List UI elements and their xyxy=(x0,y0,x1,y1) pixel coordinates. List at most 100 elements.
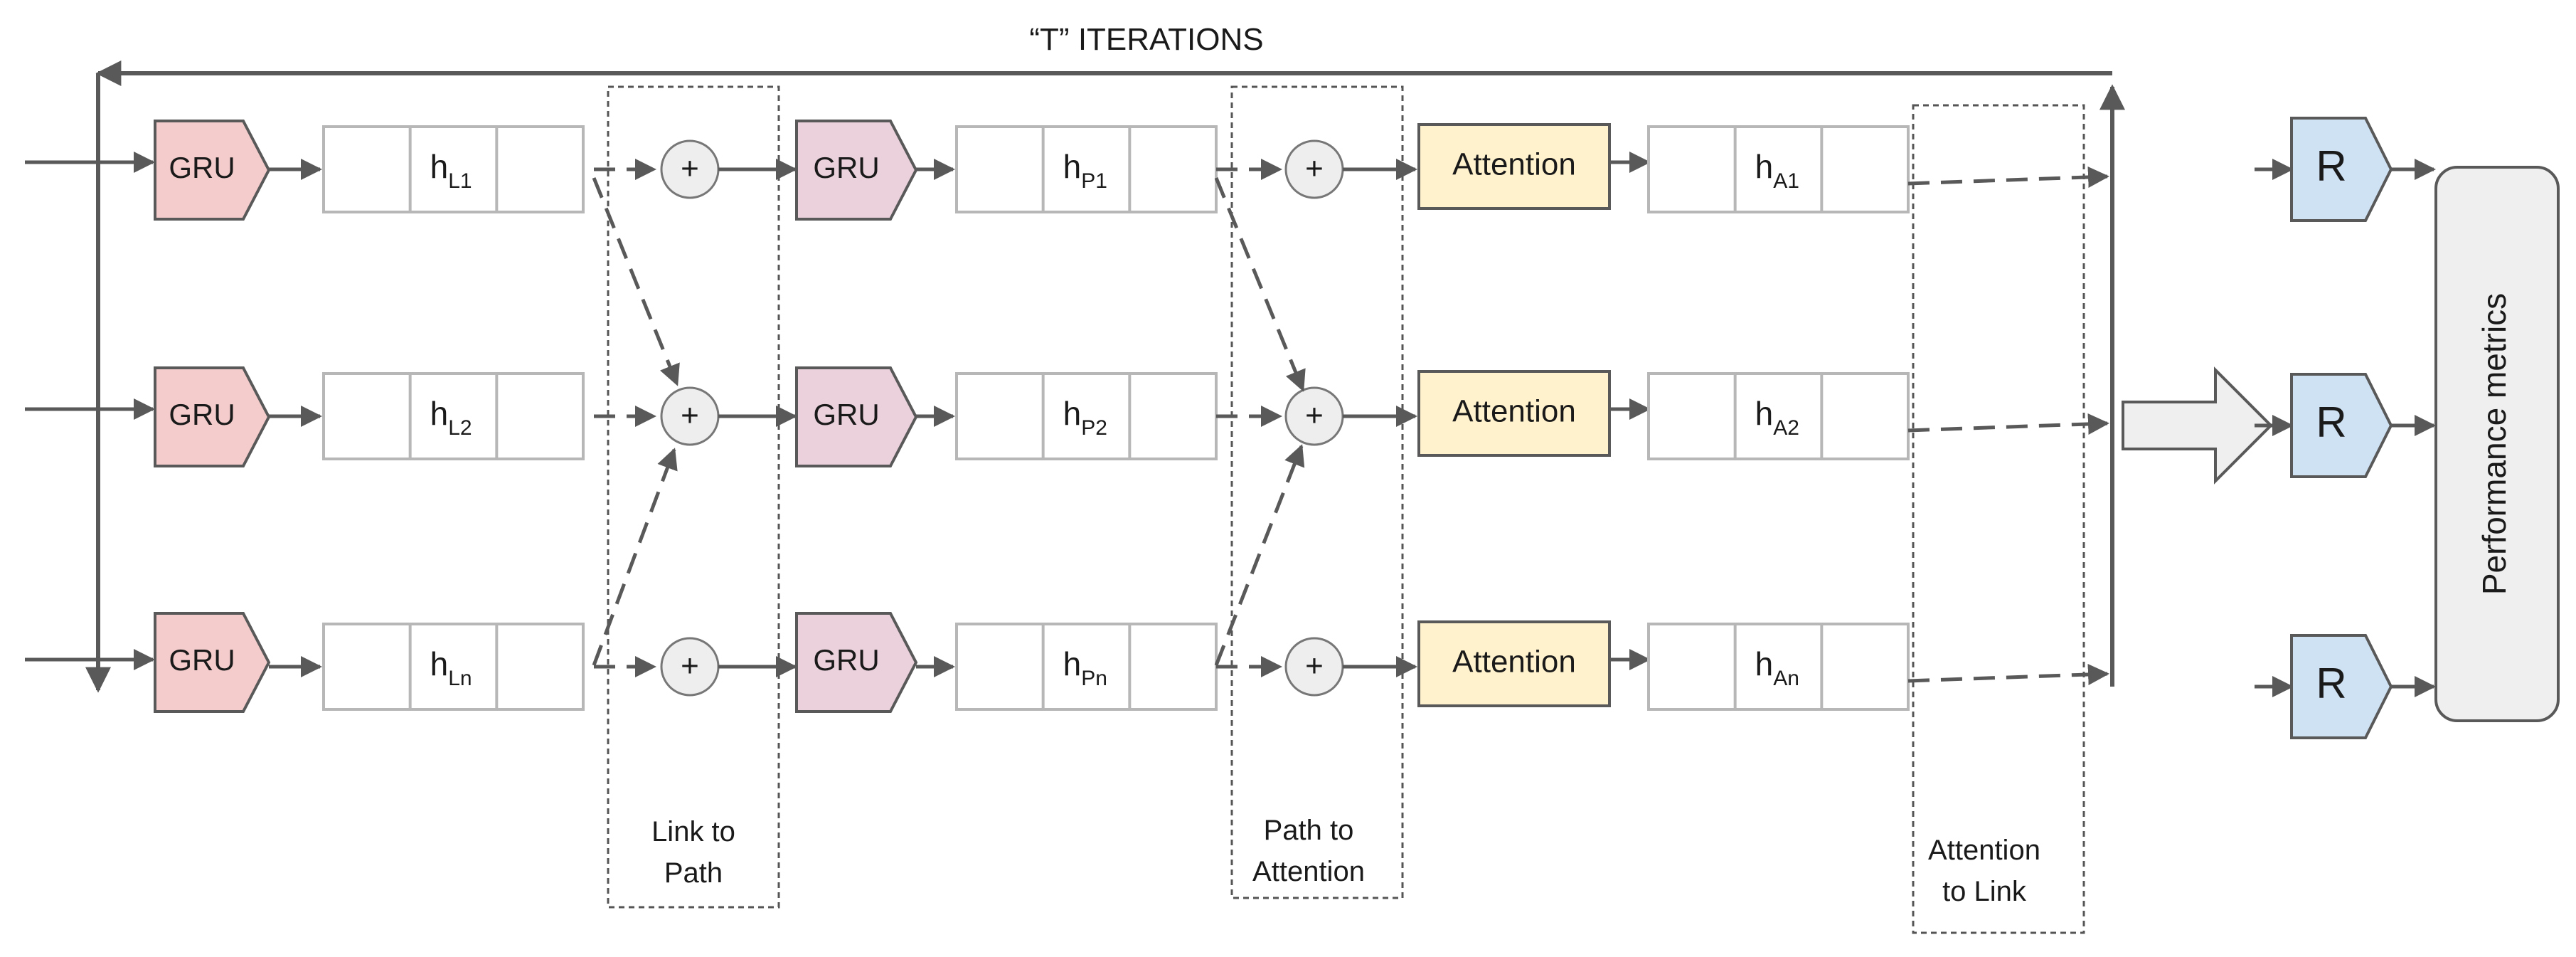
gru-link-3: GRU xyxy=(154,612,271,713)
state-symbol: h xyxy=(1755,148,1774,185)
path-state-1: hP1 xyxy=(955,125,1218,213)
gru-path-3: GRU xyxy=(795,612,918,713)
state-symbol: h xyxy=(1063,395,1082,432)
state-subscript: L2 xyxy=(448,416,472,440)
readout-3: R xyxy=(2255,634,2436,739)
performance-metrics-label: Performance metrics xyxy=(2476,293,2513,595)
attention-1: Attention xyxy=(1417,123,1611,210)
cross-arrow xyxy=(592,448,678,666)
path-state-3-label: hPn xyxy=(1063,645,1107,690)
readout-block-1: R xyxy=(2290,117,2393,222)
state-symbol: h xyxy=(430,395,449,432)
attention-state-2-label: hA2 xyxy=(1755,395,1799,440)
gru-link-3-label: GRU xyxy=(169,643,235,677)
path-attention-aggregate-2: + xyxy=(1284,386,1344,446)
state-symbol: h xyxy=(430,645,449,682)
plus-symbol: + xyxy=(681,649,699,684)
state-subscript: Pn xyxy=(1081,667,1107,690)
readout-2: R xyxy=(2255,373,2436,478)
link-state-3-label: hLn xyxy=(430,645,472,690)
gru-path-3-label: GRU xyxy=(813,643,879,677)
state-subscript: P2 xyxy=(1081,416,1107,440)
state-symbol: h xyxy=(1755,645,1774,682)
state-symbol: h xyxy=(1063,645,1082,682)
cross-arrow xyxy=(592,177,680,386)
attention-state-1: hA1 xyxy=(1647,125,1910,213)
attention-state-2: hA2 xyxy=(1647,372,1910,460)
plus-symbol: + xyxy=(1305,398,1324,433)
attention-state-3-label: hAn xyxy=(1755,645,1799,690)
plus-symbol: + xyxy=(1305,649,1324,684)
state-subscript: A2 xyxy=(1773,416,1799,440)
plus-symbol: + xyxy=(681,398,699,433)
link-state-2: hL2 xyxy=(322,372,585,460)
path-state-3: hPn xyxy=(955,623,1218,711)
gru-link-2-label: GRU xyxy=(169,398,235,431)
gru-path-2-label: GRU xyxy=(813,398,879,431)
region-label-line1: Path to xyxy=(1264,815,1354,846)
link-state-2-label: hL2 xyxy=(430,395,472,440)
attention-state-1-label: hA1 xyxy=(1755,148,1799,193)
state-feedback-arrow xyxy=(1907,166,2109,188)
region-label-line2: to Link xyxy=(1942,876,2027,907)
region-label-line1: Attention xyxy=(1928,835,2040,866)
performance-metrics-box: Performance metrics xyxy=(2434,166,2560,722)
path-attention-aggregate-3: + xyxy=(1284,637,1344,697)
readout-1: R xyxy=(2255,117,2436,222)
path-to-attention-region: Path to Attention xyxy=(1230,85,1404,899)
region-label-line1: Link to xyxy=(651,816,735,847)
state-subscript: A1 xyxy=(1773,169,1799,193)
path-attention-aggregate-1: + xyxy=(1284,139,1344,199)
attention-3: Attention xyxy=(1417,620,1611,707)
region-label-line2: Path xyxy=(664,857,723,889)
gru-path-1-label: GRU xyxy=(813,151,879,184)
gru-link-1-label: GRU xyxy=(169,151,235,184)
gru-path-2: GRU xyxy=(795,366,918,467)
region-label-line2: Attention xyxy=(1252,856,1365,887)
state-subscript: An xyxy=(1773,667,1799,690)
link-path-aggregate-2: + xyxy=(660,386,720,446)
attention-1-label: Attention xyxy=(1452,147,1576,182)
link-state-3: hLn xyxy=(322,623,585,711)
state-subscript: L1 xyxy=(448,169,472,193)
attention-state-3: hAn xyxy=(1647,623,1910,711)
gru-path-1: GRU xyxy=(795,120,918,221)
state-subscript: Ln xyxy=(448,667,472,690)
plus-symbol: + xyxy=(1305,152,1324,186)
readout-block-3: R xyxy=(2290,634,2393,739)
link-state-1-label: hL1 xyxy=(430,148,472,193)
cross-connections xyxy=(592,177,1306,666)
readout-block-3-label: R xyxy=(2316,660,2346,707)
gru-link-2: GRU xyxy=(154,366,271,467)
path-state-2: hP2 xyxy=(955,372,1218,460)
path-state-1-label: hP1 xyxy=(1063,148,1107,193)
readout-block-2-label: R xyxy=(2316,398,2346,446)
path-state-2-label: hP2 xyxy=(1063,395,1107,440)
plus-symbol: + xyxy=(681,152,699,186)
link-to-path-region: Link to Path xyxy=(607,85,780,909)
link-path-aggregate-1: + xyxy=(660,139,720,199)
attention-2: Attention xyxy=(1417,370,1611,457)
iteration-loop xyxy=(85,60,2125,693)
link-path-aggregate-3: + xyxy=(660,637,720,697)
state-subscript: P1 xyxy=(1081,169,1107,193)
iterations-title: “T” ITERATIONS xyxy=(1029,22,1263,57)
state-symbol: h xyxy=(430,148,449,185)
attention-2-label: Attention xyxy=(1452,394,1576,429)
link-state-1: hL1 xyxy=(322,125,585,213)
state-feedback-arrow xyxy=(1907,663,2109,685)
gru-link-1: GRU xyxy=(154,120,271,221)
big-right-arrow xyxy=(2122,366,2273,485)
readout-block-2: R xyxy=(2290,373,2393,478)
attention-3-label: Attention xyxy=(1452,645,1576,680)
cross-arrow xyxy=(1214,444,1305,666)
cross-arrow xyxy=(1214,177,1306,392)
attention-to-link-region: Attention to Link xyxy=(1912,104,2085,934)
state-symbol: h xyxy=(1063,148,1082,185)
state-symbol: h xyxy=(1755,395,1774,432)
readout-block-1-label: R xyxy=(2316,142,2346,190)
